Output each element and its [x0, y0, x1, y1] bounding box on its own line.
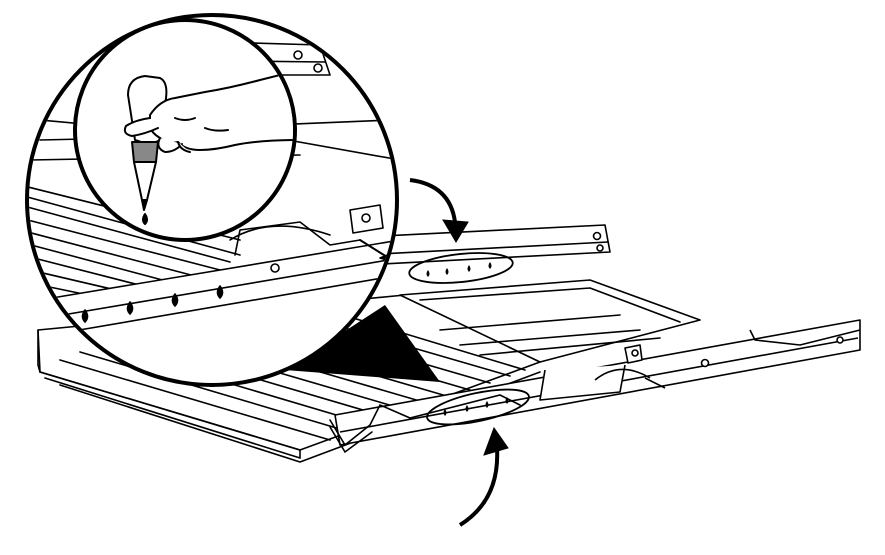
curved-arrow-icon — [410, 180, 468, 242]
callout-pointer — [285, 305, 440, 382]
oil-point-oval-back — [408, 249, 514, 288]
oil-drop-icon — [443, 397, 509, 416]
oil-point-oval-front — [424, 382, 532, 431]
hand-icon — [125, 70, 293, 152]
rack-handle — [330, 395, 520, 452]
inset-circle — [75, 20, 300, 240]
oil-drop-icon — [426, 262, 492, 277]
curved-arrow-icon — [460, 428, 508, 525]
